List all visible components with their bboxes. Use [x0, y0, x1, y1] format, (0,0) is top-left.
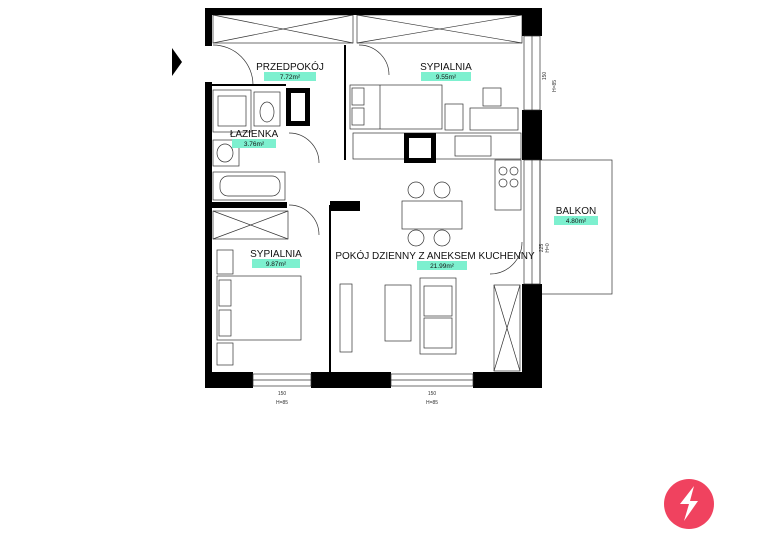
- brand-logo-icon: [664, 479, 714, 529]
- area-badge-hall: [264, 72, 316, 81]
- bed-2: [216, 275, 302, 341]
- wall-top: [205, 8, 542, 15]
- coffee-table: [384, 284, 412, 342]
- wardrobe-hall-mark-2: [212, 14, 354, 44]
- washing-machine-drum: [217, 95, 247, 127]
- desk-1: [469, 107, 519, 131]
- wall-living-stub: [330, 201, 360, 211]
- shaft-cutout: [409, 138, 431, 158]
- area-badge-bedroom-2: [252, 259, 300, 268]
- room-area-bathroom: 3.76m²: [244, 141, 265, 148]
- room-area-hall: 7.72m²: [280, 74, 301, 81]
- wall-cutouts: [291, 93, 431, 158]
- entry-arrow-icon: [172, 48, 182, 76]
- area-badge-living: [417, 261, 467, 270]
- hob-1: [498, 166, 508, 176]
- windows: [252, 35, 541, 387]
- window-height-bottom-left: H=85: [276, 400, 288, 406]
- room-name-bathroom: ŁAZIENKA: [230, 129, 279, 140]
- bed-2-pillow: [218, 279, 232, 307]
- hob-4: [509, 178, 519, 188]
- door-swing: [288, 132, 320, 164]
- dining-chair: [407, 181, 425, 199]
- bed-1-pillow: [351, 87, 365, 106]
- hob-2: [509, 166, 519, 176]
- sofa-cushion: [423, 317, 453, 349]
- door-height-balcony: H=0: [545, 243, 551, 253]
- room-name-bedroom-2: SYPIALNIA: [250, 249, 302, 260]
- bed-2-pillow-2: [218, 309, 232, 337]
- door-swing: [288, 204, 320, 236]
- nightstand-1: [444, 103, 464, 131]
- washbasin-bowl: [216, 143, 234, 163]
- room-name-living: POKÓJ DZIENNY Z ANEKSEM KUCHENNY: [335, 249, 535, 262]
- sofa-cushion: [423, 285, 453, 317]
- nightstand-2: [216, 249, 234, 275]
- wardrobe-bedroom2-mark-2: [212, 210, 289, 240]
- wardrobe-living: [493, 284, 521, 372]
- dining-chair: [433, 181, 451, 199]
- window-sill-bottom-mid: 150: [428, 391, 437, 397]
- wall-left: [205, 82, 212, 388]
- shaft-cutout: [291, 93, 305, 121]
- wardrobe-living-mark-2: [493, 284, 521, 372]
- room-name-balcony: BALKON: [556, 206, 597, 217]
- door-swing: [358, 44, 390, 76]
- window-height-bottom-mid: H=85: [426, 400, 438, 406]
- toilet: [253, 91, 281, 127]
- bathtub-inner: [219, 175, 281, 197]
- washing-machine: [212, 89, 252, 133]
- door-sill-balcony: 225: [539, 244, 545, 253]
- wall-right-2: [522, 110, 542, 160]
- kitchen-counter-side: [494, 159, 522, 211]
- window-sill-bottom-left: 150: [278, 391, 287, 397]
- wall-left-top: [205, 8, 212, 46]
- balcony-outline: [539, 159, 613, 295]
- area-badge-bedroom-1: [421, 72, 471, 81]
- area-badge-bathroom: [232, 139, 276, 148]
- room-name-bedroom-1: SYPIALNIA: [420, 62, 472, 73]
- wall-bottom-1: [205, 372, 253, 388]
- area-badge-balcony: [554, 216, 598, 225]
- hob-3: [498, 178, 508, 188]
- wall-right-1: [522, 8, 542, 36]
- furniture-layer: [212, 14, 613, 372]
- wall-bottom-2: [311, 372, 391, 388]
- room-area-living: 21.99m²: [430, 263, 455, 270]
- nightstand-3: [216, 342, 234, 366]
- dining-chair: [433, 229, 451, 247]
- dining-chair: [407, 229, 425, 247]
- bathtub: [212, 171, 286, 201]
- door-swing: [212, 44, 254, 86]
- wardrobe-bedroom-mark-2: [356, 14, 523, 44]
- tv-cabinet: [339, 283, 353, 353]
- toilet-bowl: [259, 101, 275, 123]
- room-area-balcony: 4.80m²: [566, 218, 587, 225]
- partitions: [212, 45, 346, 372]
- washbasin: [212, 139, 240, 167]
- window-sill-right: 150: [542, 72, 548, 81]
- room-name-hall: PRZEDPOKÓJ: [256, 60, 324, 73]
- kitchen-sink: [454, 135, 492, 157]
- window-height-right: H=85: [552, 80, 558, 92]
- sofa: [419, 277, 457, 355]
- bed-1-pillow-2: [351, 107, 365, 126]
- chair-1: [482, 87, 502, 107]
- logo-bolt: [680, 486, 698, 521]
- window-annotations: H=85 H=85 150 150 H=85 150 H=0 225: [276, 72, 558, 406]
- room-area-bedroom-1: 9.55m²: [436, 74, 457, 81]
- wall-bath-bottom: [212, 202, 287, 208]
- wardrobe-bedroom2: [212, 210, 289, 240]
- room-labels: PRZEDPOKÓJ 7.72m² SYPIALNIA 9.55m² ŁAZIE…: [230, 60, 598, 270]
- kitchen-counter: [352, 132, 522, 160]
- room-area-bedroom-2: 9.87m²: [266, 261, 287, 268]
- wall-right-3: [522, 284, 542, 388]
- bed-1: [349, 84, 443, 130]
- door-swing: [489, 241, 523, 275]
- dining-table: [401, 200, 463, 230]
